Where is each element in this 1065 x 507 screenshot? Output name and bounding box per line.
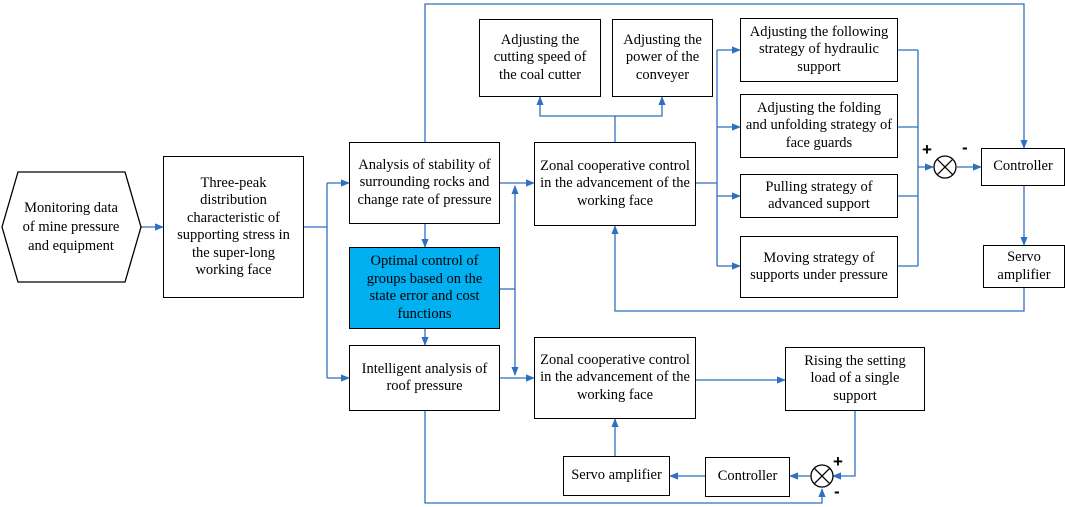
folding-strategy-label: Adjusting the folding and unfolding stra…	[745, 99, 893, 151]
edge-top-loop	[424, 3, 1028, 149]
conveyer-power-label: Adjusting the power of the conveyer	[623, 31, 702, 83]
summing-junction-top-icon	[933, 155, 957, 179]
controller-top-label: Controller	[993, 158, 1053, 175]
top-minus-sign: -	[962, 138, 968, 157]
edge-bottom-loop	[424, 411, 826, 504]
moving-strategy-label: Moving strategy of supports under pressu…	[750, 249, 888, 284]
optimal-control-node: Optimal control of groups based on the s…	[349, 247, 500, 329]
zonal-control-top-label: Zonal cooperative control in the advance…	[540, 157, 690, 209]
folding-strategy-node: Adjusting the folding and unfolding stra…	[740, 94, 898, 158]
pulling-strategy-label: Pulling strategy of advanced support	[765, 178, 873, 213]
monitoring-label: Monitoring data of mine pressure and equ…	[22, 199, 120, 254]
cutting-speed-label: Adjusting the cutting speed of the coal …	[493, 31, 587, 83]
summing-junction-bottom-icon	[810, 464, 834, 488]
following-strategy-node: Adjusting the following strategy of hydr…	[740, 18, 898, 82]
servo-amplifier-bottom-node: Servo amplifier	[563, 456, 670, 496]
zonal-control-bottom-label: Zonal cooperative control in the advance…	[540, 351, 690, 403]
zonal-control-top-node: Zonal cooperative control in the advance…	[534, 142, 696, 226]
roof-pressure-node: Intelligent analysis of roof pressure	[349, 345, 500, 411]
moving-strategy-node: Moving strategy of supports under pressu…	[740, 236, 898, 298]
three-peak-label: Three-peak distribution characteristic o…	[177, 174, 290, 279]
stability-node: Analysis of stability of surrounding roc…	[349, 142, 500, 224]
optimal-control-label: Optimal control of groups based on the s…	[366, 253, 483, 322]
top-plus-sign: +	[922, 140, 932, 159]
servo-amplifier-bottom-label: Servo amplifier	[571, 467, 662, 484]
monitoring-node: Monitoring data of mine pressure and equ…	[20, 176, 122, 278]
edge-zonal-top-up	[536, 96, 616, 142]
bottom-minus-sign: -	[834, 482, 840, 501]
controller-bottom-label: Controller	[717, 468, 778, 485]
cutting-speed-node: Adjusting the cutting speed of the coal …	[479, 19, 601, 97]
servo-amplifier-top-label: Servo amplifier	[997, 249, 1051, 283]
servo-amplifier-top-node: Servo amplifier	[983, 245, 1065, 288]
conveyer-power-node: Adjusting the power of the conveyer	[612, 19, 713, 97]
three-peak-node: Three-peak distribution characteristic o…	[163, 156, 304, 298]
rising-load-label: Rising the setting load of a single supp…	[804, 352, 906, 404]
rising-load-node: Rising the setting load of a single supp…	[785, 347, 925, 411]
controller-bottom-node: Controller	[705, 457, 790, 497]
roof-pressure-label: Intelligent analysis of roof pressure	[361, 360, 488, 395]
bottom-plus-sign: +	[833, 452, 843, 471]
stability-label: Analysis of stability of surrounding roc…	[357, 156, 492, 208]
edge-to-conveyer	[615, 96, 666, 117]
controller-top-node: Controller	[981, 148, 1065, 186]
pulling-strategy-node: Pulling strategy of advanced support	[740, 174, 898, 218]
following-strategy-label: Adjusting the following strategy of hydr…	[749, 23, 889, 75]
monitoring-hexagon-shape	[1, 171, 142, 283]
zonal-control-bottom-node: Zonal cooperative control in the advance…	[534, 337, 696, 419]
edge-servo-feedback	[611, 225, 1025, 312]
edge-rising-down	[832, 411, 856, 480]
